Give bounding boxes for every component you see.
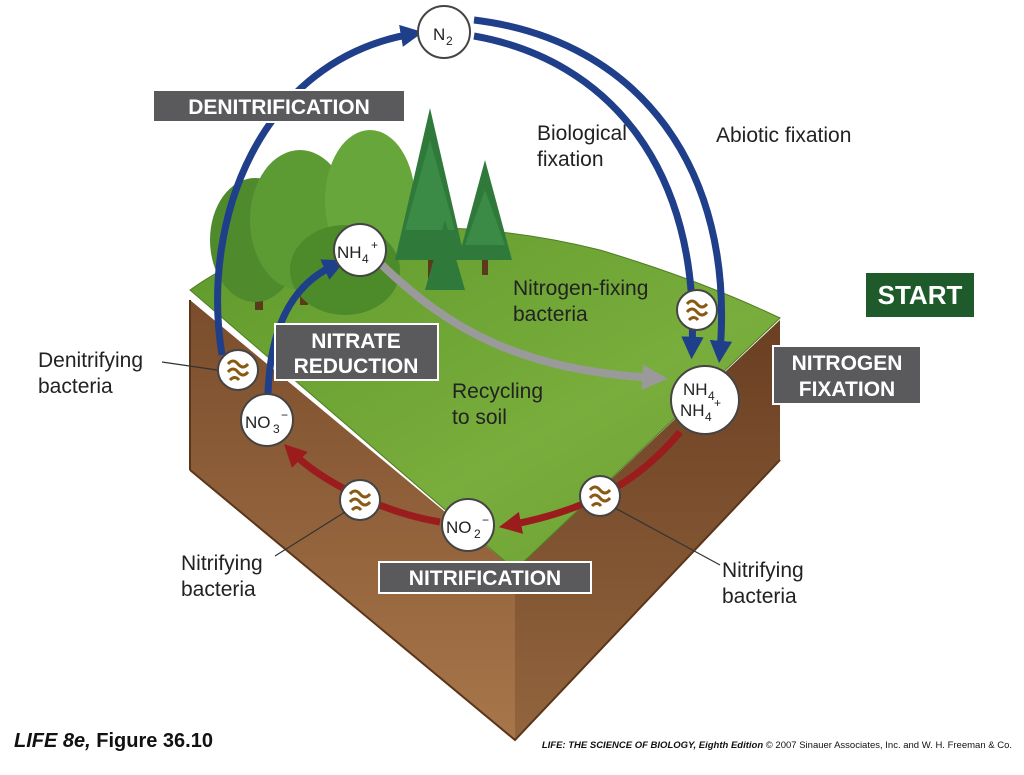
svg-text:NO: NO xyxy=(245,413,271,432)
svg-text:DENITRIFICATION: DENITRIFICATION xyxy=(188,96,370,119)
nitrogen-fixation-label-box: NITROGEN FIXATION xyxy=(772,345,922,405)
biological-fixation-arrow xyxy=(473,32,704,360)
svg-text:4: 4 xyxy=(708,389,715,403)
svg-text:−: − xyxy=(482,513,489,527)
nitrifying-bacteria-left-label: Nitrifying xyxy=(181,552,263,575)
svg-text:+: + xyxy=(371,238,378,252)
abiotic-fixation-arrow xyxy=(473,16,733,364)
nitrate-reduction-label-box: NITRATE REDUCTION xyxy=(274,323,439,381)
svg-text:REDUCTION: REDUCTION xyxy=(294,355,419,378)
svg-text:+: + xyxy=(714,396,721,410)
svg-text:FIXATION: FIXATION xyxy=(799,378,895,401)
nh4-top-node: NH 4 + xyxy=(333,223,387,277)
bacteria-icon xyxy=(579,475,621,517)
figure-caption: LIFE 8e, Figure 36.10 xyxy=(14,730,213,752)
copyright-line: LIFE: THE SCIENCE OF BIOLOGY, Eighth Edi… xyxy=(541,740,1012,751)
recycling-arrow xyxy=(379,262,668,391)
no2-node: NO 2 − xyxy=(441,498,495,552)
svg-text:2: 2 xyxy=(446,34,453,48)
svg-text:4: 4 xyxy=(705,410,712,424)
n2-node: N 2 xyxy=(417,5,471,59)
svg-text:NITROGEN: NITROGEN xyxy=(792,352,903,375)
svg-text:NH: NH xyxy=(337,243,362,262)
nitrogen-fixing-label-2: bacteria xyxy=(513,303,588,326)
nitrogen-fixing-label: Nitrogen-fixing xyxy=(513,277,648,300)
abiotic-fixation-label: Abiotic fixation xyxy=(716,124,851,147)
leader-line xyxy=(614,507,721,566)
svg-text:4: 4 xyxy=(362,252,369,266)
nitrifying-bacteria-left-label-2: bacteria xyxy=(181,578,256,601)
svg-text:START: START xyxy=(878,280,963,310)
bacteria-icon xyxy=(339,479,381,521)
nitrifying-bacteria-right-label-2: bacteria xyxy=(722,585,797,608)
bacteria-icon xyxy=(676,289,718,331)
svg-text:2: 2 xyxy=(474,527,481,541)
svg-text:N: N xyxy=(433,25,445,44)
nh4-right-node: NH 4 NH 4 + xyxy=(670,365,740,435)
recycling-label: Recycling xyxy=(452,380,543,403)
bacteria-icon xyxy=(217,349,259,391)
biological-fixation-label-2: fixation xyxy=(537,148,604,171)
svg-text:NH: NH xyxy=(683,380,708,399)
biological-fixation-label: Biological xyxy=(537,122,627,145)
nitrate-reduction-arrow xyxy=(264,259,346,395)
svg-text:NITRATE: NITRATE xyxy=(311,330,400,353)
nitrifying-bacteria-right-label: Nitrifying xyxy=(722,559,804,582)
svg-text:−: − xyxy=(281,408,288,422)
svg-text:3: 3 xyxy=(273,422,280,436)
start-label-box: START xyxy=(864,271,976,319)
svg-text:NH: NH xyxy=(680,401,705,420)
recycling-label-2: to soil xyxy=(452,406,507,429)
leader-line xyxy=(161,361,218,371)
denitrifying-bacteria-label: Denitrifying xyxy=(38,349,143,372)
leader-line xyxy=(274,511,346,557)
svg-text:NITRIFICATION: NITRIFICATION xyxy=(409,567,561,590)
denitrifying-bacteria-label-2: bacteria xyxy=(38,375,113,398)
nitrification-label-box: NITRIFICATION xyxy=(378,561,592,594)
svg-text:NO: NO xyxy=(446,518,472,537)
no3-node: NO 3 − xyxy=(240,393,294,447)
denitrification-label-box: DENITRIFICATION xyxy=(152,89,406,123)
denitrification-arrow xyxy=(214,24,424,356)
